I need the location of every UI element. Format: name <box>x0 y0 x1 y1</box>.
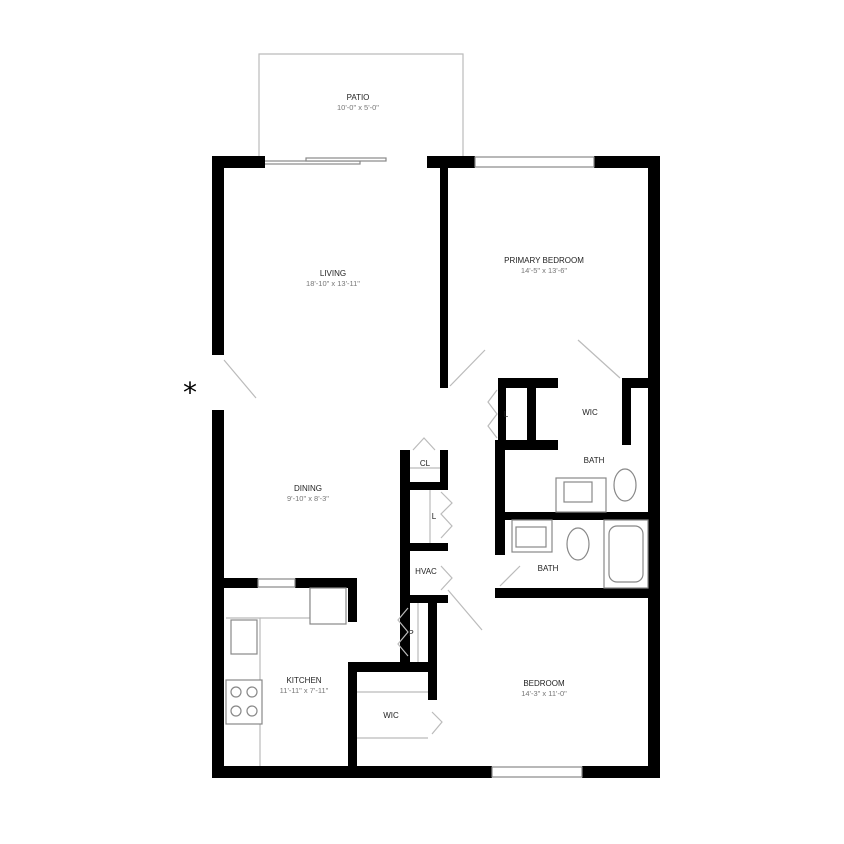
kitchen-label: KITCHEN <box>286 676 321 685</box>
labels: PATIO 10'-0" x 5'-0" LIVING 18'-10" x 13… <box>183 93 605 720</box>
dining-size: 9'-10" x 8'-3" <box>287 494 329 503</box>
patio-label: PATIO <box>347 93 370 102</box>
bath-sink <box>563 481 593 503</box>
bedroom-label: BEDROOM <box>523 679 565 688</box>
wic-primary-label: WIC <box>582 408 598 417</box>
linen-hall-label: L <box>432 512 437 521</box>
linen-primary-label: L <box>504 410 509 419</box>
stove <box>225 679 263 725</box>
bath-primary-label: BATH <box>584 456 605 465</box>
pantry-label: P <box>408 629 413 638</box>
toilet-2 <box>566 527 590 561</box>
living-label: LIVING <box>320 269 346 278</box>
toilet <box>613 468 637 502</box>
primary-bedroom-size: 14'-5" x 13'-6" <box>521 266 567 275</box>
bath-sink-2 <box>515 526 547 548</box>
bath-second-label: BATH <box>538 564 559 573</box>
living-size: 18'-10" x 13'-11" <box>306 279 360 288</box>
walls <box>212 156 660 778</box>
primary-bedroom-label: PRIMARY BEDROOM <box>504 256 584 265</box>
fixtures <box>225 468 649 766</box>
wic-bedroom-label: WIC <box>383 711 399 720</box>
patio <box>258 53 464 165</box>
doors <box>223 339 621 739</box>
bedroom-size: 14'-3" x 11'-0" <box>521 689 567 698</box>
hvac-label: HVAC <box>415 567 437 576</box>
windows <box>257 156 595 778</box>
closet-label: CL <box>420 459 431 468</box>
kitchen-sink <box>230 619 258 655</box>
kitchen-size: 11'-11" x 7'-11" <box>280 686 329 695</box>
dining-label: DINING <box>294 484 322 493</box>
patio-size: 10'-0" x 5'-0" <box>337 103 379 112</box>
entry-marker: * <box>183 376 197 409</box>
